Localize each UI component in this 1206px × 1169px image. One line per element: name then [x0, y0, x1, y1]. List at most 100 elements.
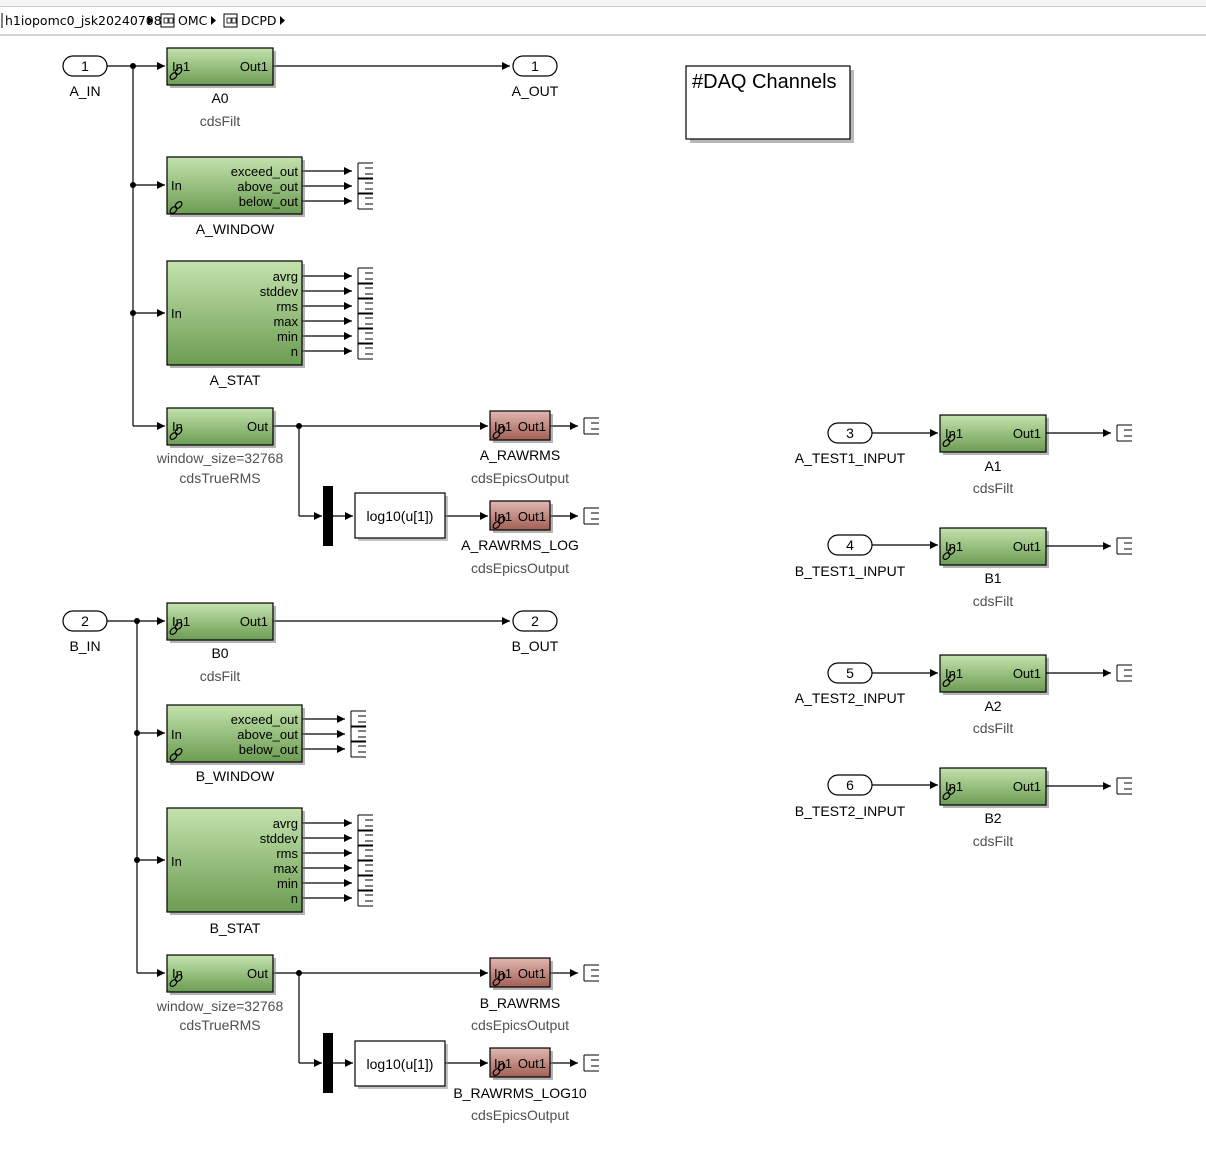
terminator-icon[interactable]: [357, 814, 373, 832]
out-port-label: Out1: [1013, 539, 1041, 554]
mux-block-b[interactable]: [323, 1033, 333, 1093]
terminator-icon[interactable]: [357, 192, 373, 210]
window-block-a[interactable]: In exceed_out above_out below_out A_WIND…: [166, 156, 305, 237]
terminator-icon[interactable]: [357, 267, 373, 285]
truerms-block-a[interactable]: In Out window_size=32768 cdsTrueRMS: [156, 407, 284, 486]
breadcrumb-item-dcpd[interactable]: DCPD: [241, 13, 277, 28]
terminator-icon[interactable]: [1116, 664, 1132, 682]
terminator-icon[interactable]: [357, 327, 373, 345]
block-library: cdsEpicsOutput: [471, 470, 569, 486]
inport-number: 1: [81, 58, 89, 74]
mux-block-a[interactable]: [323, 486, 333, 546]
terminator-icon[interactable]: [350, 710, 366, 728]
terminator-icon[interactable]: [357, 889, 373, 907]
breadcrumb-item-omc[interactable]: OMC: [178, 13, 208, 28]
out-port-label: above_out: [237, 727, 298, 742]
out-port-label: rms: [276, 299, 298, 314]
terminator-icon[interactable]: [357, 859, 373, 877]
filter-block-b0[interactable]: In1 Out1 B0 cdsFilt: [166, 602, 276, 684]
block-name: A_WINDOW: [196, 221, 275, 237]
block-name: B_STAT: [210, 920, 261, 936]
daq-annotation[interactable]: #DAQ Channels: [685, 65, 854, 143]
filter-block-b1[interactable]: In1 Out1 B1 cdsFilt: [939, 527, 1049, 609]
stat-block-a[interactable]: In avrg stddev rms max min n A_STAT: [166, 260, 305, 388]
block-library: cdsFilt: [973, 720, 1014, 736]
filter-block-b2[interactable]: In1 Out1 B2 cdsFilt: [939, 767, 1049, 849]
terminator-icon[interactable]: [1116, 537, 1132, 555]
inport-number: 3: [846, 425, 854, 441]
stat-block-b[interactable]: In avrg stddev rms max min n B_STAT: [166, 807, 305, 936]
inport-number: 5: [846, 665, 854, 681]
outport-a-out[interactable]: 1 A_OUT: [512, 55, 559, 99]
terminator-icon[interactable]: [357, 342, 373, 360]
inport-b-test1[interactable]: 4 B_TEST1_INPUT: [795, 534, 906, 579]
out-port-label: Out1: [518, 509, 546, 524]
terminator-icon[interactable]: [357, 312, 373, 330]
out-port-label: Out1: [1013, 666, 1041, 681]
out-port-label: avrg: [273, 816, 298, 831]
terminator-icon[interactable]: [583, 1054, 599, 1072]
outport-number: 2: [531, 613, 539, 629]
out-port-label: above_out: [237, 179, 298, 194]
terminator-icon[interactable]: [357, 282, 373, 300]
window-block-b[interactable]: In exceed_out above_out below_out B_WIND…: [166, 704, 305, 784]
terminator-icon[interactable]: [350, 725, 366, 743]
filter-block-a1[interactable]: In1 Out1 A1 cdsFilt: [939, 414, 1049, 496]
outport-number: 1: [531, 58, 539, 74]
filter-block-a2[interactable]: In1 Out1 A2 cdsFilt: [939, 654, 1049, 736]
inport-b-in[interactable]: 2 B_IN: [62, 610, 108, 654]
terminator-icon[interactable]: [583, 964, 599, 982]
outport-b-out[interactable]: 2 B_OUT: [512, 610, 559, 654]
terminator-icon[interactable]: [357, 162, 373, 180]
epics-block-a-rawrms-log[interactable]: In1 Out1 A_RAWRMS_LOG cdsEpicsOutput: [461, 500, 579, 576]
in-port-label: In: [172, 966, 183, 981]
out-port-label: Out1: [1013, 779, 1041, 794]
out-port-label: Out: [247, 419, 268, 434]
out-port-label: min: [277, 876, 298, 891]
library-link-icon: [492, 1063, 506, 1076]
block-parameter: window_size=32768: [156, 998, 284, 1014]
terminator-icon[interactable]: [357, 297, 373, 315]
block-library: cdsFilt: [973, 593, 1014, 609]
out-port-label: exceed_out: [231, 164, 299, 179]
out-port-label: avrg: [273, 269, 298, 284]
breadcrumb-root[interactable]: h1iopomc0_jsk20240708: [5, 13, 162, 28]
fcn-block-b[interactable]: log10(u[1]): [354, 1040, 448, 1089]
filter-block-a0[interactable]: In1 Out1 A0 cdsFilt: [166, 47, 276, 129]
terminator-icon[interactable]: [350, 740, 366, 758]
outport-label: A_OUT: [512, 83, 559, 99]
block-name: A2: [984, 698, 1001, 714]
terminator-icon[interactable]: [357, 177, 373, 195]
library-link-icon: [169, 67, 183, 80]
block-library: cdsTrueRMS: [179, 470, 260, 486]
out-port-label: Out1: [240, 614, 268, 629]
inport-a-test2[interactable]: 5 A_TEST2_INPUT: [795, 662, 906, 706]
terminator-icon[interactable]: [1116, 777, 1132, 795]
in-port-label: In1: [172, 59, 190, 74]
inport-a-test1[interactable]: 3 A_TEST1_INPUT: [795, 422, 906, 466]
terminator-icon[interactable]: [1116, 424, 1132, 442]
out-port-label: min: [277, 329, 298, 344]
epics-block-b-rawrms-log10[interactable]: In1 Out1 B_RAWRMS_LOG10 cdsEpicsOutput: [453, 1047, 587, 1123]
block-library: cdsEpicsOutput: [471, 1107, 569, 1123]
out-port-label: stddev: [260, 284, 299, 299]
terminator-icon[interactable]: [583, 417, 599, 435]
terminator-icon[interactable]: [357, 829, 373, 847]
truerms-block-b[interactable]: In Out window_size=32768 cdsTrueRMS: [156, 954, 284, 1033]
block-library: cdsTrueRMS: [179, 1017, 260, 1033]
terminator-icon[interactable]: [583, 507, 599, 525]
fcn-block-a[interactable]: log10(u[1]): [354, 492, 448, 541]
out-port-label: stddev: [260, 831, 299, 846]
inport-b-test2[interactable]: 6 B_TEST2_INPUT: [795, 774, 906, 819]
epics-block-a-rawrms[interactable]: In1 Out1 A_RAWRMS cdsEpicsOutput: [471, 410, 569, 486]
inport-number: 2: [81, 613, 89, 629]
epics-block-b-rawrms[interactable]: In1 Out1 B_RAWRMS cdsEpicsOutput: [471, 957, 569, 1033]
terminator-icon[interactable]: [357, 844, 373, 862]
library-link-icon: [169, 748, 183, 761]
terminator-icon[interactable]: [357, 874, 373, 892]
inport-a-in[interactable]: 1 A_IN: [62, 55, 108, 99]
block-name: B2: [984, 810, 1001, 826]
in-port-label: In: [171, 727, 182, 742]
block-library: cdsFilt: [200, 668, 241, 684]
